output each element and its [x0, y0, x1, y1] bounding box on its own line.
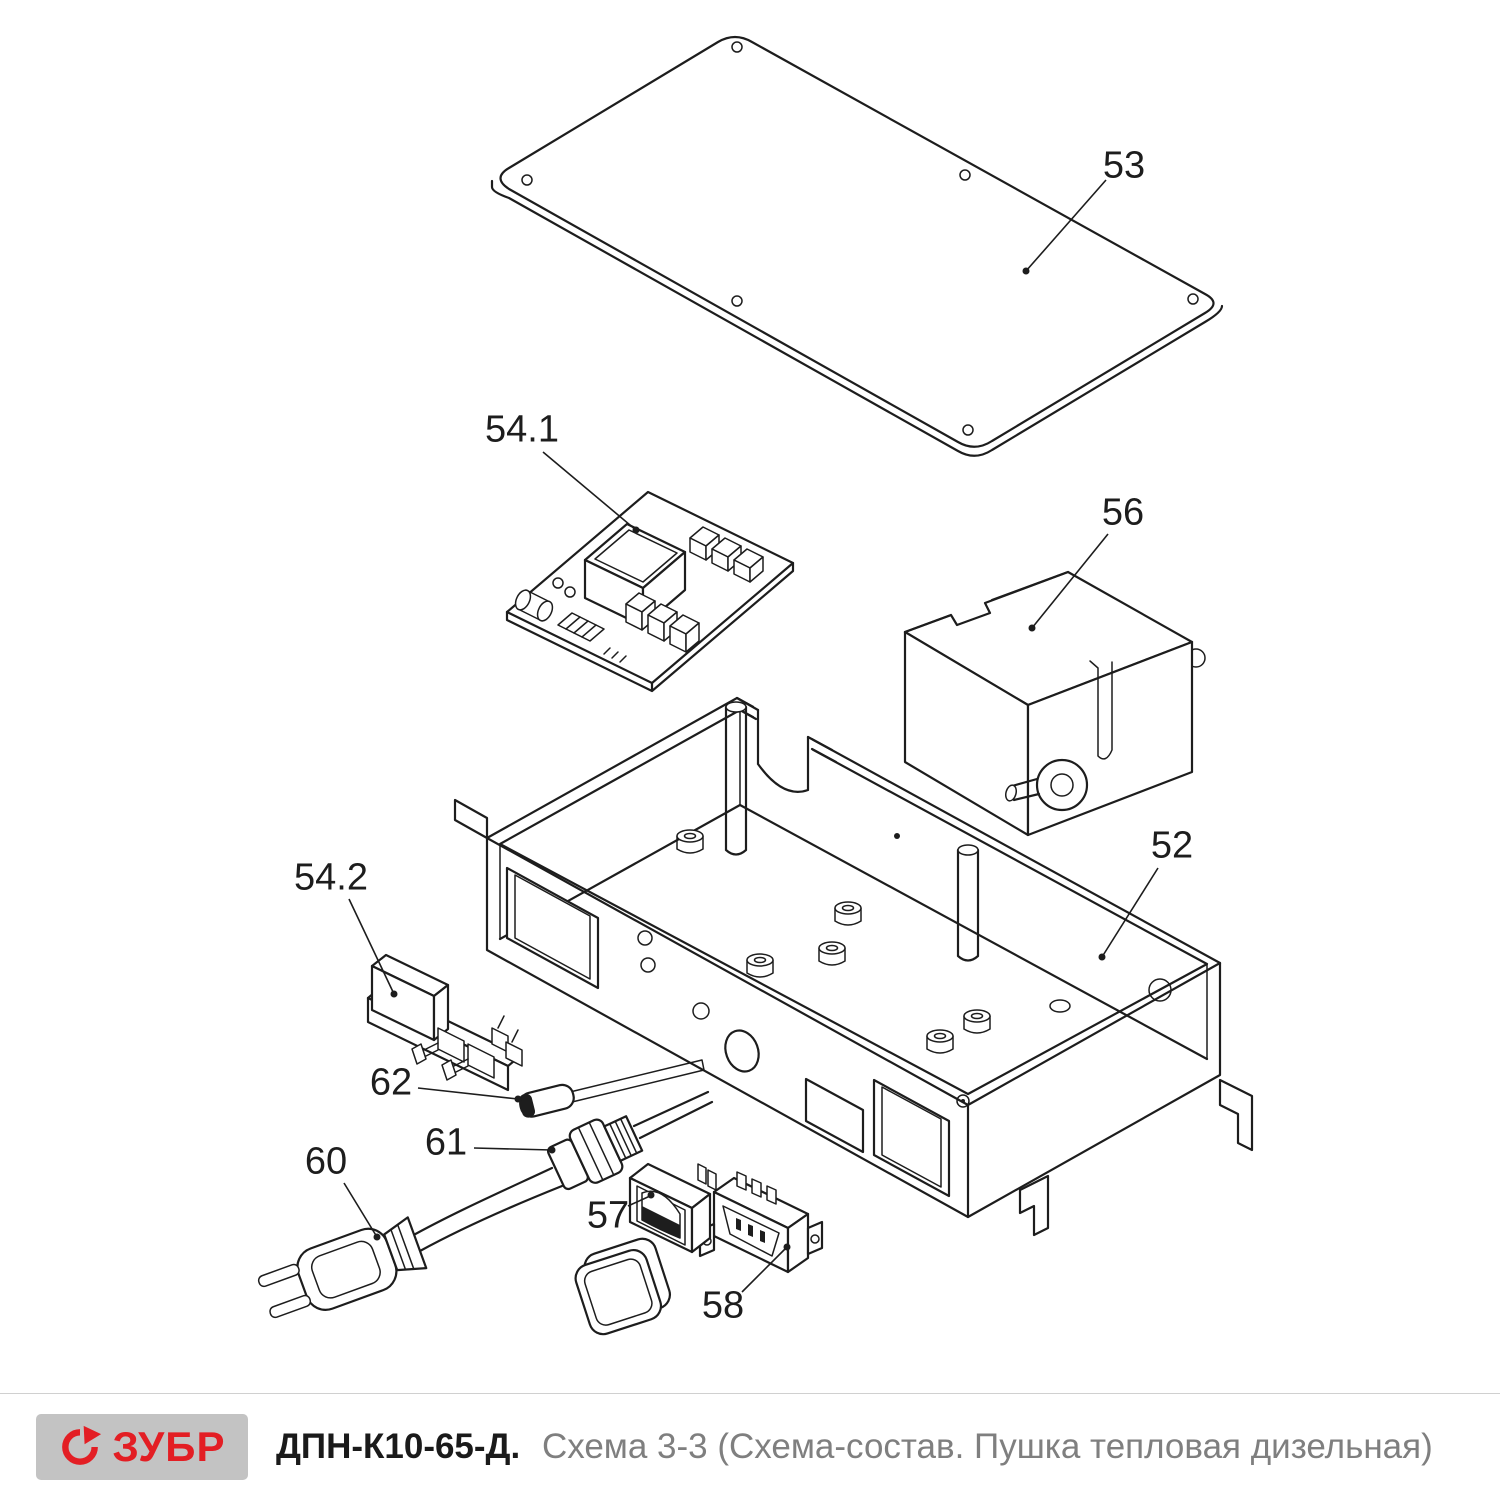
part-62-sensor	[519, 1059, 705, 1118]
leader-lines	[343, 179, 1159, 1293]
model-name: ДПН-К10-65-Д.	[276, 1427, 521, 1466]
part-54-1-main-pcb	[505, 490, 795, 693]
part-label-60: 60	[304, 1140, 348, 1183]
part-label-61: 61	[424, 1121, 468, 1164]
part-54-2-switch-pcb	[366, 953, 523, 1092]
part-52-chassis	[453, 696, 1254, 1237]
part-60-power-plug	[257, 1166, 564, 1319]
part-label-52: 52	[1150, 824, 1194, 867]
part-label-54-1: 54.1	[485, 408, 559, 451]
diagram-caption: ДПН-К10-65-Д. Схема 3-3 (Схема-состав. П…	[276, 1427, 1433, 1467]
scheme-title: Схема 3-3 (Схема-состав. Пушка тепловая …	[541, 1427, 1433, 1466]
part-label-54-2: 54.2	[294, 856, 368, 899]
part-56-ignition-unit	[903, 570, 1206, 837]
part-57-rocker-switch	[574, 1162, 717, 1336]
brand-logo: ЗУБР	[36, 1414, 248, 1480]
footer: ЗУБР ДПН-К10-65-Д. Схема 3-3 (Схема-сост…	[0, 1393, 1500, 1500]
brand-emblem-icon	[62, 1425, 102, 1465]
part-label-58: 58	[701, 1284, 745, 1327]
part-label-56: 56	[1101, 491, 1145, 534]
part-58-iec-inlet	[698, 1171, 824, 1274]
part-label-57: 57	[586, 1194, 630, 1237]
part-label-53: 53	[1102, 144, 1146, 187]
part-label-62: 62	[369, 1061, 413, 1104]
brand-name: ЗУБР	[112, 1423, 226, 1470]
part-61-cable-gland	[546, 1090, 714, 1191]
part-53-top-cover	[490, 35, 1224, 457]
